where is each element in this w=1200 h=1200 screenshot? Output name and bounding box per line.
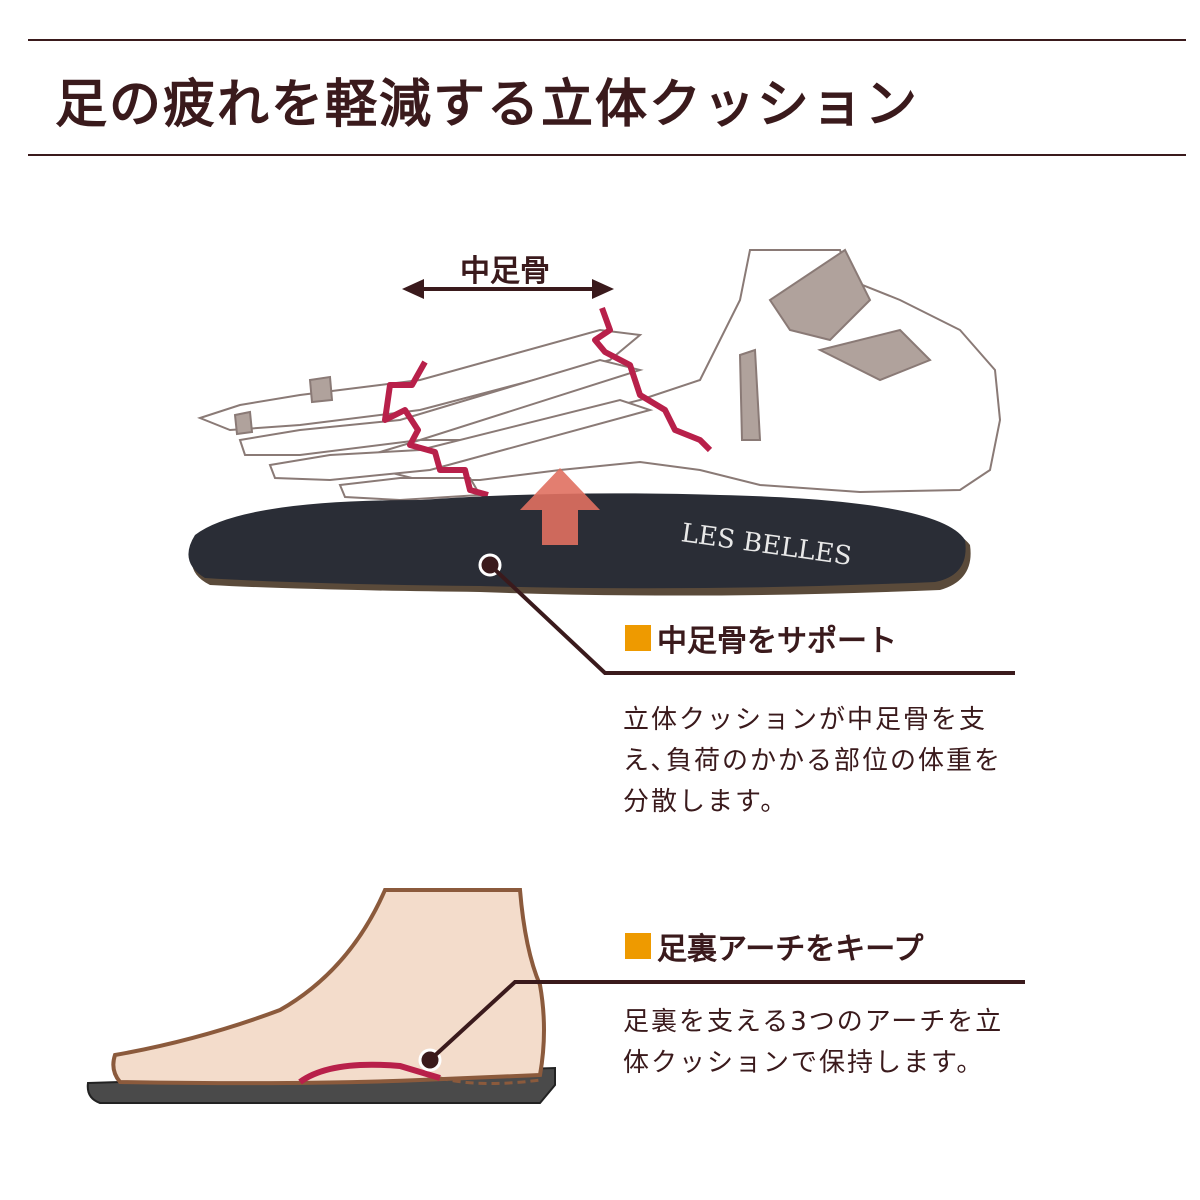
callout-line-metatarsal xyxy=(478,553,1015,675)
foot-skeleton xyxy=(197,248,1002,502)
top-rule xyxy=(28,39,1186,41)
feature-heading-text: 足裏アーチをキープ xyxy=(657,932,924,967)
double-arrow-icon xyxy=(402,279,614,299)
feature-heading: 足裏アーチをキープ xyxy=(625,924,923,968)
page-title: 足の疲れを軽減する立体クッション xyxy=(55,75,920,135)
feature-description: 足裏を支える3つのアーチを立 体クッションで保持します。 xyxy=(623,1002,1003,1084)
description-line: 分散します。 xyxy=(623,787,789,817)
feature-heading-text: 中足骨をサポート xyxy=(657,624,897,659)
title-rule xyxy=(28,154,1186,156)
callout-line-arch xyxy=(418,980,1025,1072)
side-foot xyxy=(86,888,556,1104)
description-line: 体クッションで保持します。 xyxy=(623,1048,985,1078)
orange-square-icon xyxy=(625,933,651,959)
description-line: え､負荷のかかる部位の体重を xyxy=(623,746,1003,776)
up-arrow-icon xyxy=(520,468,600,545)
description-line: 足裏を支える3つのアーチを立 xyxy=(623,1007,1004,1037)
orange-square-icon xyxy=(625,625,651,651)
description-line: 立体クッションが中足骨を支 xyxy=(623,705,988,735)
feature-description: 立体クッションが中足骨を支 え､負荷のかかる部位の体重を 分散します。 xyxy=(623,700,1002,823)
feature-heading: 中足骨をサポート xyxy=(625,616,897,660)
joint-highlight xyxy=(382,306,713,498)
metatarsal-label: 中足骨 xyxy=(460,254,550,289)
